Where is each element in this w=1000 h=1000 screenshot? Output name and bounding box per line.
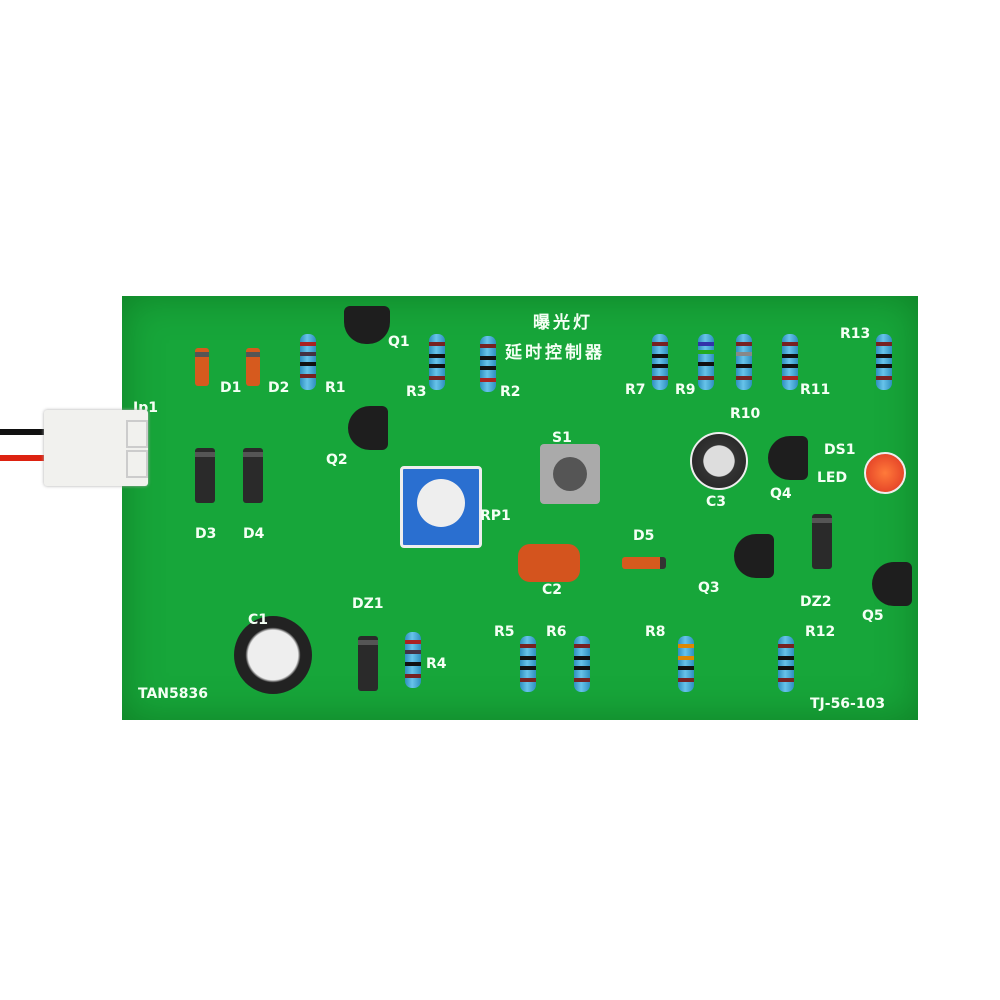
label-r3: R3 — [406, 384, 427, 400]
label-d3: D3 — [195, 526, 217, 542]
label-r7: R7 — [625, 382, 646, 398]
board-model: TAN5836 — [138, 686, 208, 702]
label-r12: R12 — [805, 624, 836, 640]
resistor-r10 — [736, 320, 752, 404]
resistor-r13 — [876, 320, 892, 404]
pot-knob — [417, 479, 465, 527]
board-title-line2: 延时控制器 — [505, 343, 605, 363]
label-q3: Q3 — [698, 580, 720, 596]
resistor-r6 — [574, 622, 590, 706]
label-r2: R2 — [500, 384, 521, 400]
label-q2: Q2 — [326, 452, 348, 468]
resistor-r11 — [782, 320, 798, 404]
connector-pin — [126, 450, 148, 478]
label-q4: Q4 — [770, 486, 792, 502]
resistor-r12 — [778, 622, 794, 706]
pcb-board: 曝光灯 延时控制器 TAN5836 TJ-56-103 D1 D2 R1 Q1 — [122, 296, 918, 720]
diode-d2 — [246, 348, 260, 386]
connector-pin — [126, 420, 148, 448]
resistor-r5 — [520, 622, 536, 706]
label-r4: R4 — [426, 656, 447, 672]
diode-d4 — [243, 448, 263, 503]
label-c2: C2 — [542, 582, 563, 598]
label-r10: R10 — [730, 406, 761, 422]
label-dz1: DZ1 — [352, 596, 384, 612]
capacitor-c3 — [690, 432, 748, 490]
label-d4: D4 — [243, 526, 265, 542]
resistor-r9 — [698, 320, 714, 404]
label-r5: R5 — [494, 624, 515, 640]
black-wire — [0, 429, 50, 435]
board-title-line1: 曝光灯 — [533, 313, 593, 333]
board-code: TJ-56-103 — [810, 696, 886, 712]
label-d1: D1 — [220, 380, 242, 396]
button-cap — [553, 457, 587, 491]
red-wire — [0, 455, 50, 461]
label-r8: R8 — [645, 624, 666, 640]
resistor-r7 — [652, 320, 668, 404]
resistor-r1 — [300, 320, 316, 404]
zener-dz1 — [358, 636, 378, 691]
capacitor-c1 — [234, 616, 312, 694]
label-rp1: RP1 — [480, 508, 511, 524]
label-q1: Q1 — [388, 334, 410, 350]
transistor-q1 — [344, 306, 390, 344]
diode-d5 — [622, 557, 666, 569]
label-dz2: DZ2 — [800, 594, 832, 610]
transistor-q2 — [348, 406, 388, 450]
label-d5: D5 — [633, 528, 655, 544]
zener-dz2 — [812, 514, 832, 569]
potentiometer-rp1[interactable] — [400, 466, 482, 548]
label-ds1: DS1 — [824, 442, 856, 458]
label-r13: R13 — [840, 326, 871, 342]
label-r1: R1 — [325, 380, 346, 396]
diode-d3 — [195, 448, 215, 503]
diode-d1 — [195, 348, 209, 386]
label-q5: Q5 — [862, 608, 884, 624]
label-c1: C1 — [248, 612, 269, 628]
led-ds1 — [864, 452, 906, 494]
wire-connector — [44, 410, 148, 486]
label-r9: R9 — [675, 382, 696, 398]
label-led: LED — [817, 470, 848, 486]
transistor-q4 — [768, 436, 808, 480]
resistor-r4 — [405, 618, 421, 702]
push-button-s1[interactable] — [540, 444, 600, 504]
transistor-q5 — [872, 562, 912, 606]
label-s1: S1 — [552, 430, 572, 446]
label-r11: R11 — [800, 382, 831, 398]
resistor-r3 — [429, 320, 445, 404]
label-d2: D2 — [268, 380, 290, 396]
label-c3: C3 — [706, 494, 727, 510]
capacitor-c2 — [518, 544, 580, 582]
resistor-r2 — [480, 322, 496, 406]
label-r6: R6 — [546, 624, 567, 640]
transistor-q3 — [734, 534, 774, 578]
resistor-r8 — [678, 622, 694, 706]
